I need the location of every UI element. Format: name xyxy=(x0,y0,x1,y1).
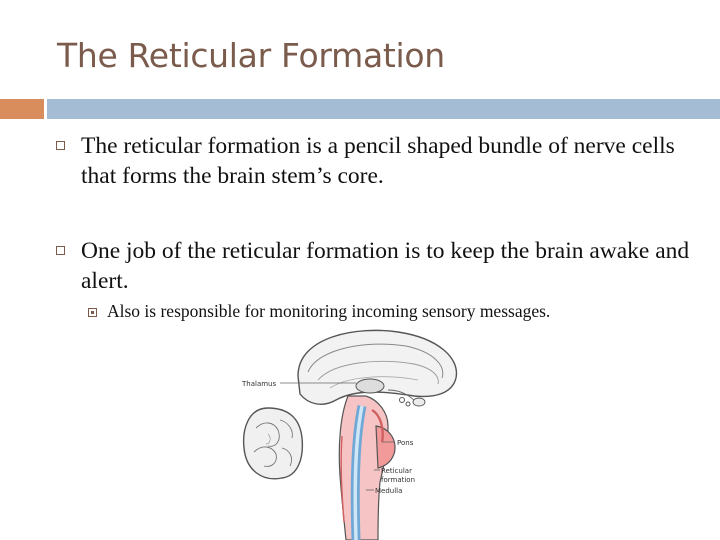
label-leader-lines xyxy=(280,382,394,491)
label-reticular-line1: Reticular xyxy=(381,467,412,475)
header-accent-bar-blue xyxy=(47,99,720,119)
thalamus-region xyxy=(355,378,426,407)
label-medulla: Medulla xyxy=(375,487,402,495)
slide-title: The Reticular Formation xyxy=(57,36,445,75)
label-thalamus: Thalamus xyxy=(241,380,276,388)
sub-bullet-text: Also is responsible for monitoring incom… xyxy=(107,301,551,321)
bullet-text-2: One job of the reticular formation is to… xyxy=(81,238,690,294)
cerebellum xyxy=(242,407,304,480)
label-pons: Pons xyxy=(397,439,414,447)
brain-stem-diagram: Thalamus Pons Reticular formation Medull… xyxy=(241,329,458,540)
hollow-square-bullet-icon xyxy=(56,246,65,255)
brainstem xyxy=(338,395,396,540)
label-reticular-line2: formation xyxy=(381,476,415,484)
hollow-square-bullet-icon xyxy=(56,141,65,150)
header-accent-bar-orange xyxy=(0,99,44,119)
filled-square-bullet-icon xyxy=(88,308,97,317)
bullet-text-1: The reticular formation is a pencil shap… xyxy=(81,133,675,189)
cerebrum-outline xyxy=(297,329,458,405)
